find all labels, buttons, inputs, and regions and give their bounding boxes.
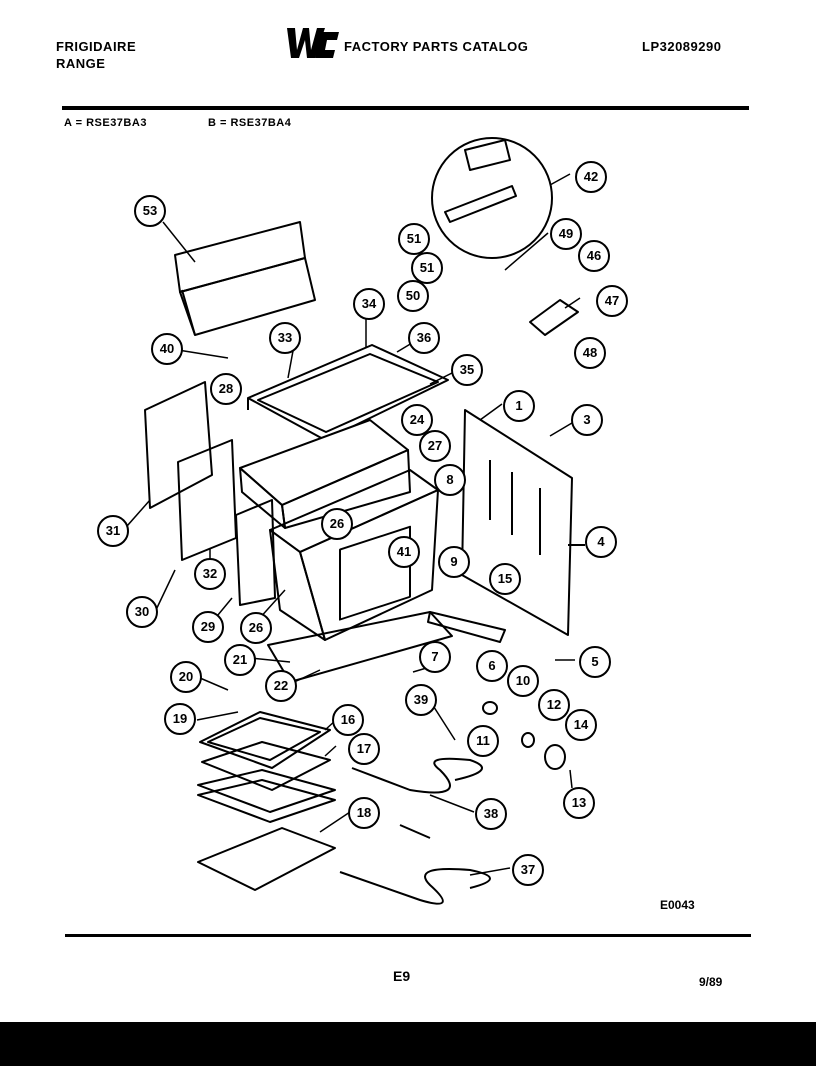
insulation-block <box>239 419 411 529</box>
callout: 15 <box>489 563 521 595</box>
support-rail <box>427 611 506 643</box>
callout: 30 <box>126 596 158 628</box>
bracket <box>529 299 579 336</box>
callout: 47 <box>596 285 628 317</box>
oven-racks <box>197 769 336 891</box>
callout: 53 <box>134 195 166 227</box>
catalog-title: FACTORY PARTS CATALOG <box>344 39 529 54</box>
callout: 13 <box>563 787 595 819</box>
callout: 20 <box>170 661 202 693</box>
callout: 48 <box>574 337 606 369</box>
callout: 49 <box>550 218 582 250</box>
insulation-side <box>235 499 276 606</box>
callout: 5 <box>579 646 611 678</box>
callout: 42 <box>575 161 607 193</box>
callout: 6 <box>476 650 508 682</box>
date: 9/89 <box>699 975 723 989</box>
bottom-frame <box>267 611 453 683</box>
product-name: RANGE <box>56 56 106 71</box>
drawing-code: E0043 <box>660 898 695 912</box>
callout: 34 <box>353 288 385 320</box>
callout: 31 <box>97 515 129 547</box>
callout: 36 <box>408 322 440 354</box>
callout: 39 <box>405 684 437 716</box>
callout: 22 <box>265 670 297 702</box>
side-insulation-panel <box>177 439 237 561</box>
callout: 41 <box>388 536 420 568</box>
callout: 11 <box>467 725 499 757</box>
callout: 18 <box>348 797 380 829</box>
bake-element <box>351 757 483 794</box>
callout: 40 <box>151 333 183 365</box>
callout: 21 <box>224 644 256 676</box>
callout: 33 <box>269 322 301 354</box>
detail-callout-circle <box>431 137 553 259</box>
callout: 32 <box>194 558 226 590</box>
bulb <box>521 732 535 748</box>
callout: 26 <box>321 508 353 540</box>
callout: 50 <box>397 280 429 312</box>
callout: 10 <box>507 665 539 697</box>
footer-rule <box>65 934 751 937</box>
callout: 12 <box>538 689 570 721</box>
callout: 14 <box>565 709 597 741</box>
callout: 37 <box>512 854 544 886</box>
callout: 7 <box>419 641 451 673</box>
callout: 4 <box>585 526 617 558</box>
callout: 26 <box>240 612 272 644</box>
broil-element <box>339 868 491 905</box>
model-b: B = RSE37BA4 <box>208 117 292 129</box>
top-rear-panel <box>174 221 316 336</box>
broiler-grid <box>201 741 331 791</box>
broil-terminal <box>399 824 431 839</box>
wci-logo <box>287 28 339 58</box>
side-panel <box>144 381 213 509</box>
callout: 8 <box>434 464 466 496</box>
light-socket <box>544 744 566 770</box>
page-number: E9 <box>393 968 411 984</box>
model-a: A = RSE37BA3 <box>64 117 147 129</box>
brand-name: FRIGIDAIRE <box>56 39 137 54</box>
callout: 29 <box>192 611 224 643</box>
catalog-number: LP32089290 <box>642 39 722 54</box>
callout: 51 <box>398 223 430 255</box>
callout: 1 <box>503 390 535 422</box>
callout: 19 <box>164 703 196 735</box>
broiler-pan <box>199 711 331 769</box>
callout: 9 <box>438 546 470 578</box>
callout: 3 <box>571 404 603 436</box>
header-rule <box>62 106 749 110</box>
callout: 46 <box>578 240 610 272</box>
callout: 38 <box>475 798 507 830</box>
callout: 27 <box>419 430 451 462</box>
back-panel <box>461 409 573 636</box>
callout: 51 <box>411 252 443 284</box>
knob <box>482 701 498 715</box>
callout: 16 <box>332 704 364 736</box>
callout: 35 <box>451 354 483 386</box>
callout: 28 <box>210 373 242 405</box>
callout: 17 <box>348 733 380 765</box>
scan-border <box>0 1022 816 1066</box>
